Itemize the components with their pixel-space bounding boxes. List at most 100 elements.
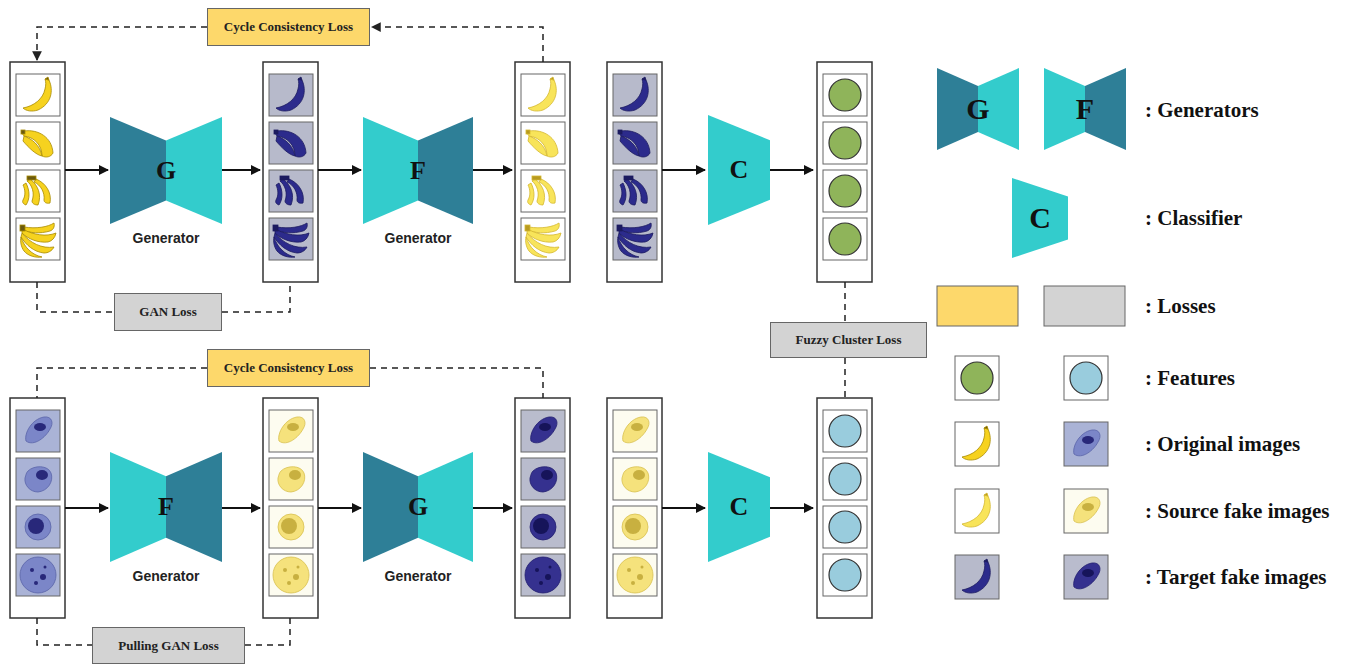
cell-picture <box>530 514 556 540</box>
cell-picture <box>530 467 557 492</box>
stack-frame <box>10 398 65 618</box>
legend-samples <box>955 356 1108 599</box>
cell-picture <box>622 467 649 492</box>
tile-frame <box>16 218 60 260</box>
tile-frame <box>1064 356 1108 400</box>
block-caption: Generator <box>133 568 200 584</box>
tile-frame <box>823 458 867 500</box>
generator-block: FGenerator <box>110 452 222 562</box>
feature-tile <box>823 458 867 500</box>
loss-link <box>37 282 114 312</box>
image-tile <box>269 122 313 164</box>
block-letter: F <box>1076 94 1094 124</box>
image-tile <box>16 218 60 260</box>
tile-frame <box>16 458 60 500</box>
image-tile <box>613 554 657 596</box>
loss-link <box>844 358 846 398</box>
image-tile <box>521 458 565 500</box>
banana-picture <box>526 130 558 157</box>
generator-block: GGenerator <box>110 117 222 224</box>
tile-frame <box>955 555 999 599</box>
image-tile <box>613 122 657 164</box>
loss-link <box>372 27 543 62</box>
tile-frame <box>823 170 867 212</box>
flow-arrow <box>222 507 260 509</box>
loss-label: GAN Loss <box>139 304 196 320</box>
banana-picture <box>21 130 53 157</box>
tile-frame <box>521 506 565 548</box>
tile-frame <box>1064 489 1108 533</box>
classifier-block: C <box>1012 178 1068 258</box>
legend-label: : Classifier <box>1145 205 1242 231</box>
feature-circle <box>829 127 861 159</box>
tile-frame <box>269 458 313 500</box>
image-tile <box>521 122 565 164</box>
tile-frame <box>269 74 313 116</box>
banana-picture <box>276 176 304 205</box>
banana-picture <box>528 77 556 111</box>
image-tile <box>269 410 313 452</box>
image-stack <box>10 398 65 618</box>
flow-arrow <box>222 169 260 171</box>
tile-frame <box>521 122 565 164</box>
classifier-shape <box>1012 178 1068 258</box>
cell-picture <box>25 467 52 492</box>
tile-frame <box>16 410 60 452</box>
generator-block: FGenerator <box>363 117 473 224</box>
loss-link <box>37 618 92 645</box>
banana-picture <box>528 176 556 205</box>
loss-box: Fuzzy Cluster Loss <box>770 322 927 358</box>
generator-half <box>363 117 418 224</box>
image-tile <box>613 170 657 212</box>
block-caption: Generator <box>133 230 200 246</box>
stack-frame <box>263 398 318 618</box>
tile-frame <box>1064 422 1108 466</box>
image-stack <box>515 398 570 618</box>
tile-frame <box>823 122 867 164</box>
tile-frame <box>955 489 999 533</box>
legend-label: : Target fake images <box>1145 564 1326 590</box>
image-tile <box>955 489 999 533</box>
feature-tile <box>823 122 867 164</box>
block-letter: F <box>410 158 426 184</box>
image-tile <box>955 422 999 466</box>
legend-label: : Generators <box>1145 97 1259 123</box>
image-tile <box>521 506 565 548</box>
loss-label: Pulling GAN Loss <box>118 638 218 654</box>
tile-frame <box>955 356 999 400</box>
cell-picture <box>26 417 52 443</box>
tile-frame <box>955 422 999 466</box>
feature-circle <box>1070 362 1102 394</box>
tile-frame <box>613 410 657 452</box>
generator-block: GGenerator <box>363 452 473 562</box>
flow-arrow <box>318 169 361 171</box>
loss-box: GAN Loss <box>114 293 222 331</box>
flow-arrow <box>662 507 705 509</box>
tile-frame <box>521 554 565 596</box>
image-tile <box>613 218 657 260</box>
loss-box: Cycle Consistency Loss <box>207 8 370 46</box>
banana-picture <box>273 223 309 257</box>
image-tile <box>521 170 565 212</box>
tile-frame <box>521 458 565 500</box>
image-tile <box>1064 555 1108 599</box>
image-tile <box>16 410 60 452</box>
generator-half <box>418 117 473 224</box>
legend-label: : Losses <box>1145 293 1216 319</box>
tile-frame <box>521 170 565 212</box>
loss-links <box>37 27 845 645</box>
image-tile <box>521 74 565 116</box>
image-tile <box>1064 422 1108 466</box>
tile-frame <box>823 554 867 596</box>
image-stack <box>817 62 872 282</box>
feature-circle <box>829 175 861 207</box>
image-tile <box>269 74 313 116</box>
feature-circle <box>829 79 861 111</box>
image-tile <box>521 218 565 260</box>
image-stacks <box>10 62 1108 618</box>
cell-picture <box>278 514 304 540</box>
banana-picture <box>962 493 990 527</box>
tile-frame <box>823 218 867 260</box>
image-stack <box>607 62 662 282</box>
